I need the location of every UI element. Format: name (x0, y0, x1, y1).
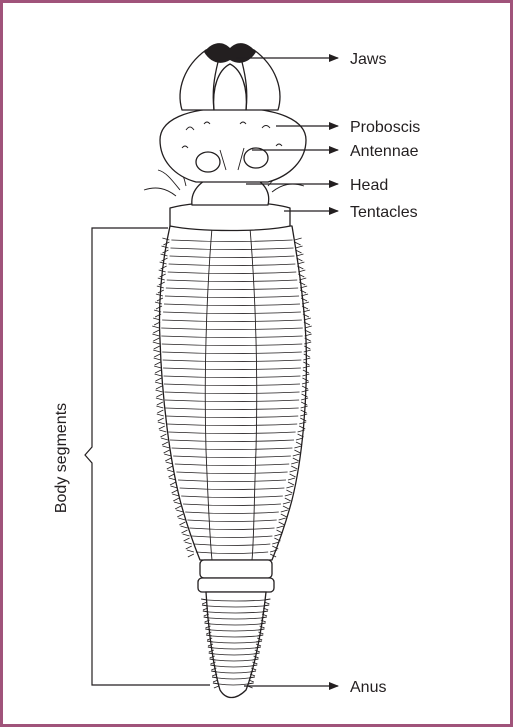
anus-label: Anus (350, 679, 386, 696)
head-label: Head (350, 177, 388, 194)
palp-right (244, 148, 268, 168)
jaws-label: Jaws (350, 51, 386, 68)
antennae-label: Antennae (350, 143, 419, 160)
proboscis-shape (160, 108, 306, 182)
body-segments-label: Body segments (53, 403, 70, 513)
tentacles-label: Tentacles (350, 204, 418, 221)
proboscis-label: Proboscis (350, 119, 420, 136)
band-segment (200, 560, 272, 578)
palp-left (196, 152, 220, 172)
collar-ring (170, 202, 290, 231)
band-segment-lower (198, 578, 274, 592)
